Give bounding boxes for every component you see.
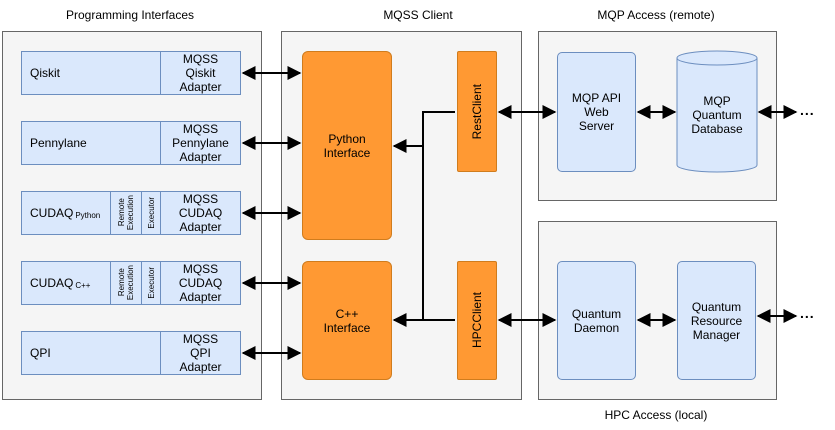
section-label-mqss-client: MQSS Client [383,8,453,22]
qpi-box: QPI [21,331,161,375]
cudaq-cpp-remote-execution-label: Remote Execution [117,265,135,301]
python-interface: Python Interface [302,51,392,240]
mqp-quantum-database-label: MQP Quantum Database [691,94,743,136]
pennylane-box: Pennylane [21,121,161,165]
cudaq-cpp-remote-execution: Remote Execution [110,261,142,305]
hpc-client-label: HPCClient [470,292,484,349]
rest-client-label: RestClient [470,83,484,140]
cudaq-python-sub: Python [75,210,101,220]
mqp-api-web-server: MQP API Web Server [557,52,636,172]
section-label-programming-interfaces: Programming Interfaces [65,8,195,22]
pennylane-label: Pennylane [30,136,87,150]
hpc-continuation-ellipsis: ... [800,305,815,321]
cudaq-python-executor-label: Executor [146,197,156,229]
cudaq-python-remote-execution-label: Remote Execution [117,195,135,231]
cudaq-cpp-adapter: MQSS CUDAQ Adapter [160,261,241,305]
cudaq-python-remote-execution: Remote Execution [110,191,142,235]
cudaq-cpp-sub: C++ [75,280,91,290]
quantum-resource-manager: Quantum Resource Manager [677,261,756,380]
cudaq-cpp-executor-label: Executor [146,267,156,299]
qiskit-box: Qiskit [21,51,161,95]
cudaq-python-adapter: MQSS CUDAQ Adapter [160,191,241,235]
cudaq-python-executor: Executor [141,191,161,235]
cudaq-python-label: CUDAQ [30,206,74,220]
section-label-mqp-access: MQP Access (remote) [597,8,715,22]
qpi-label: QPI [30,346,51,360]
rest-client: RestClient [457,51,497,172]
cudaq-cpp-executor: Executor [141,261,161,305]
section-label-hpc-access: HPC Access (local) [604,408,708,422]
cpp-interface: C++ Interface [302,261,392,380]
qiskit-adapter: MQSS Qiskit Adapter [160,51,241,95]
qpi-adapter: MQSS QPI Adapter [160,331,241,375]
hpc-client: HPCClient [457,261,497,380]
quantum-daemon: Quantum Daemon [557,261,636,380]
qiskit-label: Qiskit [30,66,60,80]
mqp-continuation-ellipsis: ... [800,102,815,118]
pennylane-adapter: MQSS Pennylane Adapter [160,121,241,165]
cudaq-cpp-label: CUDAQ [30,276,74,290]
